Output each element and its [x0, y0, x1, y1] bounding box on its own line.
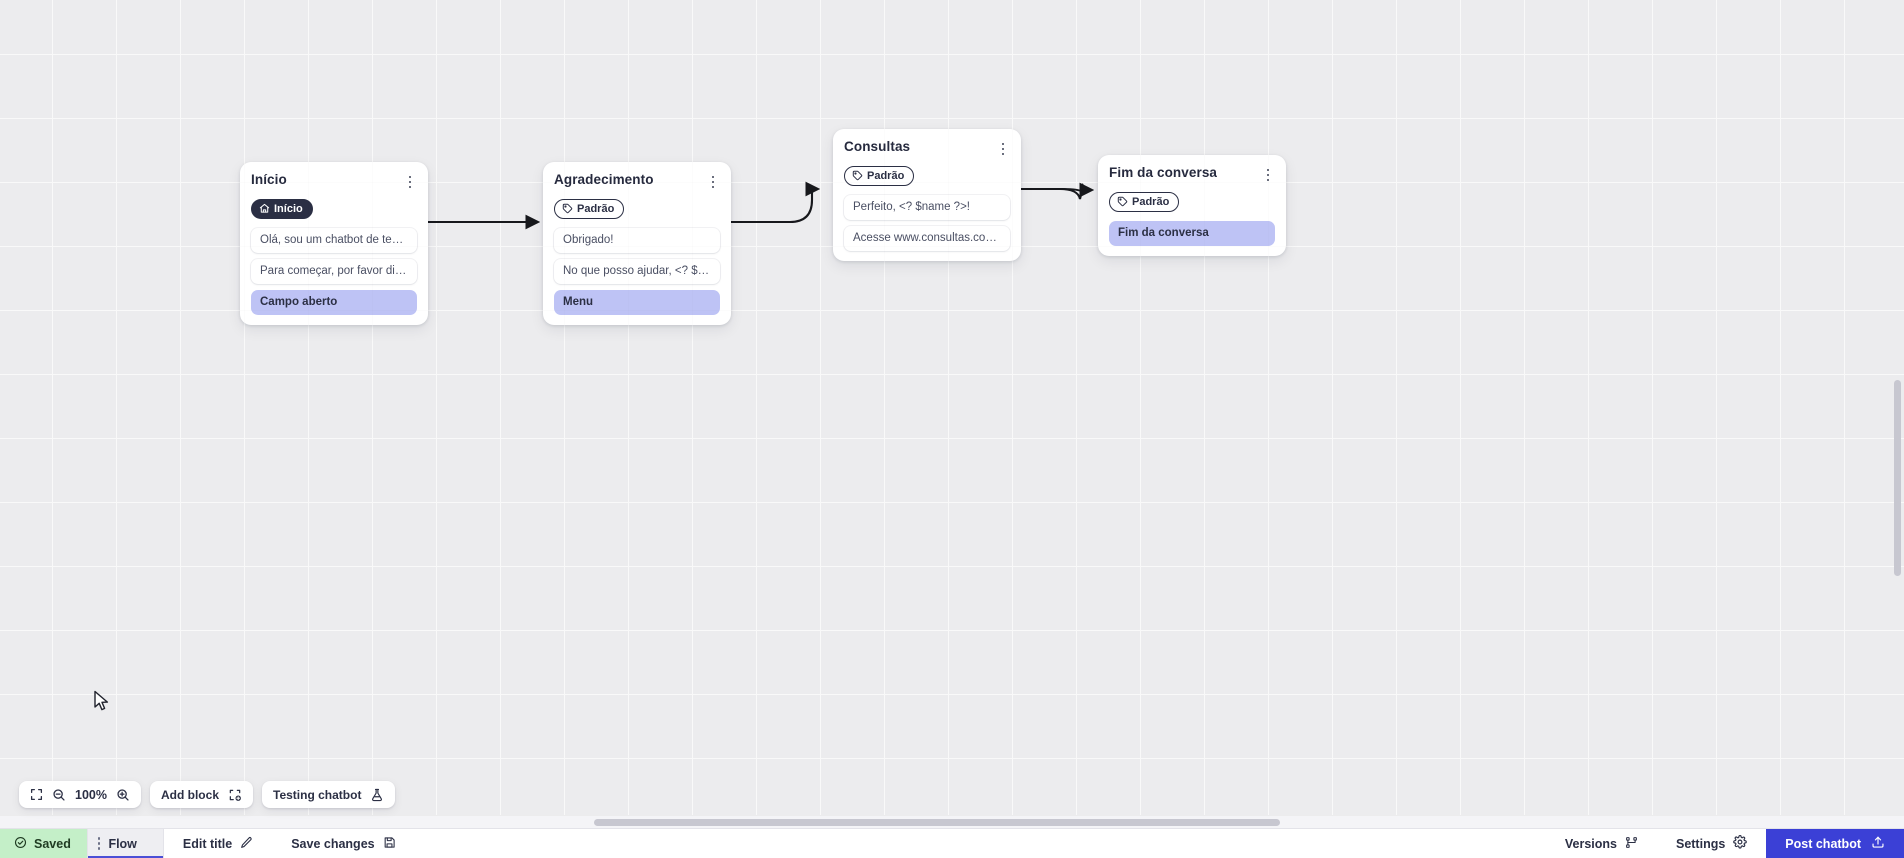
tab-flow-label: Flow [108, 836, 137, 851]
tag-icon [852, 170, 863, 181]
node-tag-label: Padrão [867, 169, 905, 182]
floppy-disk-icon [383, 836, 396, 852]
node-tag-padrao[interactable]: Padrão [1109, 192, 1180, 212]
zoom-level-value: 100% [75, 787, 107, 802]
node-menu-button[interactable] [1261, 167, 1275, 183]
testing-chatbot-button[interactable]: Testing chatbot [262, 781, 396, 808]
zoom-in-icon[interactable] [116, 788, 130, 802]
node-action-block[interactable]: Fim da conversa [1109, 220, 1275, 246]
node-header: Fim da conversa [1109, 165, 1275, 183]
add-block-label: Add block [160, 787, 219, 802]
post-chatbot-label: Post chatbot [1785, 836, 1861, 851]
node-message[interactable]: Para começar, por favor digite o ... [251, 258, 417, 284]
settings-button[interactable]: Settings [1657, 829, 1766, 858]
flask-icon [370, 788, 384, 802]
flow-node-consultas[interactable]: Consultas Padrão Perfeito, <? $name ?>! … [833, 129, 1021, 261]
zoom-controls[interactable]: 100% [19, 781, 141, 808]
node-tag-label: Padrão [1132, 195, 1170, 208]
node-message[interactable]: Acesse www.consultas.com par... [844, 225, 1010, 251]
add-block-button[interactable]: Add block [149, 781, 253, 808]
node-action-block[interactable]: Campo aberto [251, 289, 417, 315]
flow-node-fim-da-conversa[interactable]: Fim da conversa Padrão Fim da conversa [1098, 155, 1286, 256]
save-changes-button[interactable]: Save changes [272, 829, 414, 858]
node-tag-padrao[interactable]: Padrão [554, 199, 625, 219]
drag-dots-icon[interactable] [97, 837, 101, 850]
node-header: Agradecimento [554, 172, 720, 190]
flow-edges [396, 181, 1095, 230]
gear-icon [1733, 835, 1748, 852]
node-header: Início [251, 172, 417, 190]
edit-title-button[interactable]: Edit title [164, 829, 272, 858]
node-menu-button[interactable] [996, 141, 1010, 157]
post-chatbot-button[interactable]: Post chatbot [1766, 829, 1904, 858]
node-message[interactable]: Olá, sou um chatbot de teste! [251, 227, 417, 253]
node-message[interactable]: No que posso ajudar, <? $name ... [554, 258, 720, 284]
versions-label: Versions [1564, 836, 1617, 851]
check-circle-icon [14, 836, 27, 852]
upload-icon [1871, 835, 1885, 852]
flow-node-agradecimento[interactable]: Agradecimento Padrão Obrigado! No que po… [543, 162, 731, 325]
node-title: Fim da conversa [1109, 165, 1218, 180]
settings-label: Settings [1675, 836, 1726, 851]
versions-button[interactable]: Versions [1546, 829, 1657, 858]
fit-screen-icon[interactable] [30, 788, 43, 801]
node-title: Agradecimento [554, 172, 654, 187]
branch-icon [1625, 836, 1638, 852]
node-menu-button[interactable] [403, 174, 417, 190]
testing-chatbot-label: Testing chatbot [273, 787, 362, 802]
flow-node-inicio[interactable]: Início Início Olá, sou um chatbot de tes… [240, 162, 428, 325]
pencil-icon [240, 836, 253, 852]
node-message[interactable]: Perfeito, <? $name ?>! [844, 194, 1010, 220]
node-menu-button[interactable] [706, 174, 720, 190]
tag-icon [1117, 196, 1128, 207]
status-bar: Saved Flow Edit title Save changes Versi… [0, 828, 1904, 858]
saved-label: Saved [34, 836, 71, 851]
node-tag-label: Início [274, 202, 303, 215]
node-message[interactable]: Obrigado! [554, 227, 720, 253]
flow-canvas[interactable]: Início Início Olá, sou um chatbot de tes… [0, 0, 1904, 828]
horizontal-scrollbar[interactable] [0, 815, 1904, 828]
home-icon [259, 203, 270, 214]
add-block-icon [228, 788, 242, 802]
vertical-scrollbar-thumb[interactable] [1894, 380, 1901, 576]
node-header: Consultas [844, 139, 1010, 157]
save-changes-label: Save changes [291, 836, 375, 851]
node-title: Consultas [844, 139, 911, 154]
node-tag-inicio[interactable]: Início [251, 199, 313, 219]
node-action-block[interactable]: Menu [554, 289, 720, 315]
statusbar-spacer [415, 829, 1546, 858]
tab-flow[interactable]: Flow [86, 829, 164, 858]
node-tag-label: Padrão [577, 202, 615, 215]
tag-icon [562, 203, 573, 214]
canvas-toolbar: 100% Add block Testing chatbot [19, 781, 396, 808]
node-tag-padrao[interactable]: Padrão [844, 166, 915, 186]
saved-status-badge: Saved [0, 829, 87, 858]
node-title: Início [251, 172, 287, 187]
edit-title-label: Edit title [182, 836, 233, 851]
horizontal-scrollbar-thumb[interactable] [594, 819, 1280, 826]
zoom-out-icon[interactable] [52, 788, 66, 802]
